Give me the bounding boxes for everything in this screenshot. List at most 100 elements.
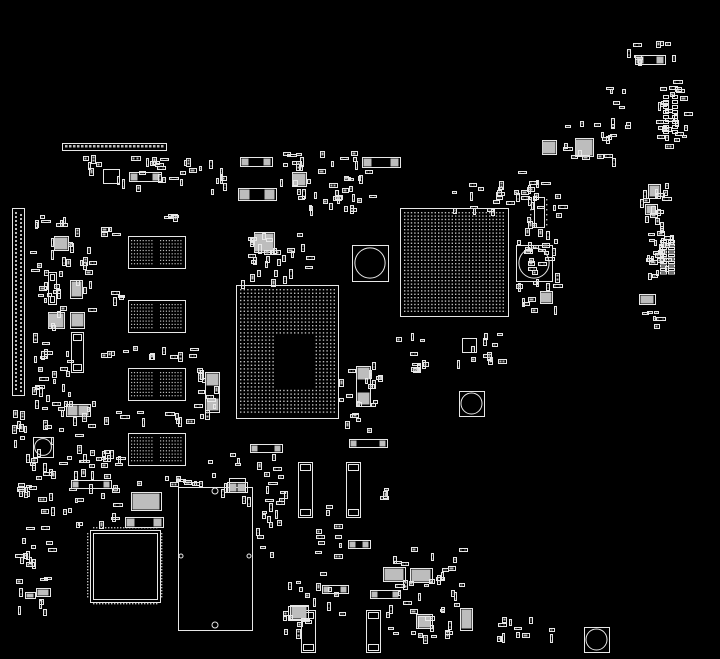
passive [12,425,17,434]
passive [142,418,145,427]
passive [554,306,557,315]
passive [176,418,180,424]
passive [112,488,120,493]
passive [542,243,550,248]
passive [60,367,68,371]
passive [230,453,236,457]
passive [339,398,344,402]
passive [357,198,362,203]
passive [398,591,401,596]
passive [278,475,284,479]
passive [287,154,297,157]
passive [91,471,94,480]
passive [369,370,372,379]
passive [546,231,550,240]
passive [52,402,61,406]
passive [42,407,48,410]
passive [35,222,38,229]
passive [29,557,32,564]
passive [274,270,278,277]
passive [111,351,115,356]
passive [39,377,49,381]
passive [267,516,271,523]
passive [453,557,457,563]
passive [660,87,667,91]
passive [89,261,97,265]
passive [76,522,80,528]
passive [665,135,669,141]
passive [334,592,339,597]
passive [655,189,658,198]
passive [582,155,590,160]
passive [549,628,555,632]
passive [305,593,310,598]
passive [18,606,21,615]
passive [331,161,334,167]
passive [353,157,357,162]
passive [594,123,601,127]
passive [165,476,169,481]
passive [531,202,534,210]
passive [533,245,539,249]
passive [555,273,560,283]
passive [349,186,353,192]
passive [189,354,197,358]
passive [365,170,373,174]
passive [66,259,71,267]
passive [257,535,264,539]
passive [44,298,47,303]
passive [411,333,414,341]
passive [273,467,282,471]
passive [619,106,625,109]
passive [334,524,343,529]
passive [30,251,37,254]
passive [498,359,507,364]
passive [452,191,457,194]
passive [77,445,82,454]
passive [658,102,661,111]
passive [451,590,455,597]
passive [57,311,61,318]
passive [318,169,326,174]
passive [224,483,227,493]
passive [307,179,311,184]
passive [200,414,204,419]
passive [116,411,122,414]
passive [39,600,42,609]
passive [401,562,409,566]
passive [96,457,102,461]
passive [411,367,420,372]
passive [496,196,503,200]
memory-chip [128,368,186,401]
passive [469,183,477,187]
passive [540,291,553,304]
passive [516,193,520,202]
tall-component [71,332,84,373]
passive [92,401,96,407]
passive [139,171,146,175]
passive [87,407,90,412]
memory-chip [128,236,186,269]
passive [497,333,503,336]
passive [18,483,25,487]
passive [101,463,108,468]
passive [420,339,425,342]
passive [13,410,18,418]
passive [662,127,672,132]
passive [453,208,457,214]
passive [63,217,66,224]
passive [296,581,301,584]
passive [90,450,95,456]
passive [613,101,620,105]
passive [326,510,330,516]
passive [633,43,642,47]
passive [250,444,283,453]
passive [131,156,141,161]
passive [344,176,349,181]
passive [20,411,25,420]
passive [277,520,282,526]
passive [264,250,271,255]
passive [499,181,504,190]
passive [104,450,110,454]
passive [305,266,313,269]
